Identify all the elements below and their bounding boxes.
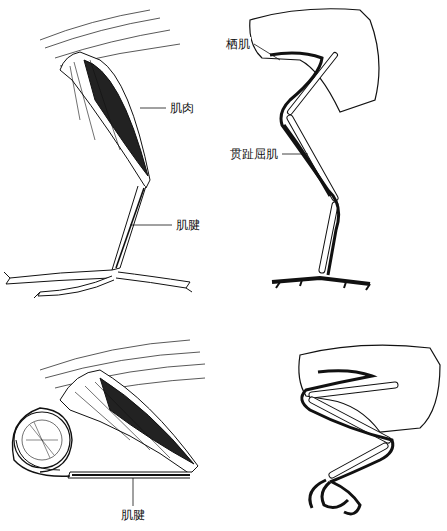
part-label: 贯趾屈肌 bbox=[229, 147, 279, 161]
leader-line bbox=[282, 154, 308, 155]
leader-line bbox=[133, 478, 134, 506]
perching-leg bbox=[12, 340, 205, 478]
perching-skeleton bbox=[299, 345, 440, 514]
standing-leg bbox=[4, 10, 192, 298]
part-label: 肌腱 bbox=[175, 218, 201, 232]
leader-lines bbox=[130, 44, 308, 506]
leader-line bbox=[130, 225, 172, 226]
leader-line bbox=[254, 44, 280, 60]
leader-line bbox=[140, 108, 166, 109]
part-label: 栖肌 bbox=[225, 37, 251, 51]
part-label: 肌肉 bbox=[169, 101, 195, 115]
part-label: 肌腱 bbox=[120, 508, 146, 522]
